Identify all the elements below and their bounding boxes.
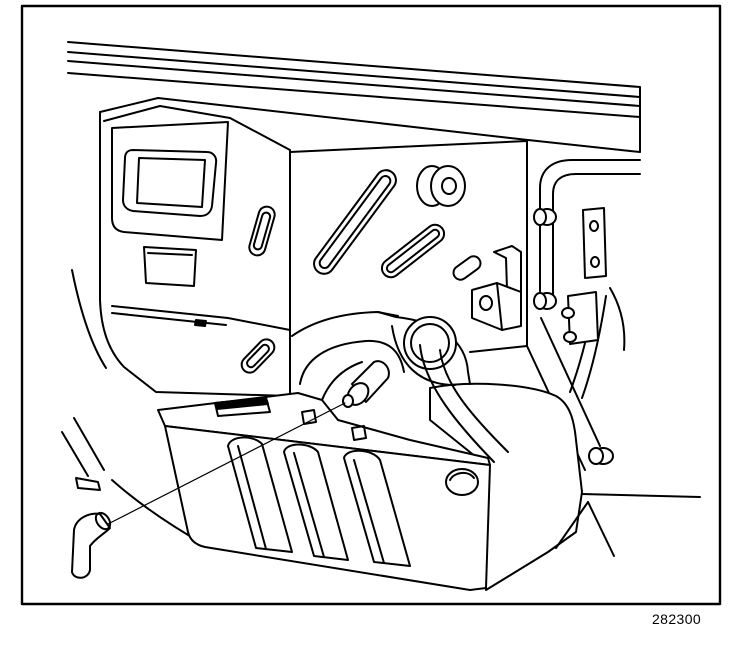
rail-bracket-hole-bottom <box>590 256 600 268</box>
corner-bolt-head <box>588 447 604 465</box>
shield-access-hole-lip <box>449 472 475 481</box>
vent-opening <box>143 246 197 287</box>
vent-hose <box>419 344 509 463</box>
grab-rail <box>539 159 641 301</box>
trim-clip <box>75 477 101 491</box>
rail-bracket-hole-top <box>589 220 599 232</box>
shield-square-left <box>301 409 317 425</box>
lower-bracket-stud-bottom <box>563 331 577 343</box>
hose-grommet-inner <box>410 323 450 363</box>
panel-slot-upper-inner <box>252 211 272 251</box>
panel-slot-lower-inner <box>246 343 270 369</box>
leader-line <box>107 402 346 525</box>
hose-elbow <box>71 512 111 579</box>
ledge-mark <box>194 319 207 327</box>
filler-recess <box>299 339 405 401</box>
rail-bolt-lower-head <box>533 292 547 310</box>
headliner-edge <box>99 97 641 153</box>
filler-neck-nozzle <box>342 394 354 408</box>
lower-bracket <box>567 291 599 345</box>
tank-floor-lines <box>555 493 701 557</box>
shield-rib-1-edge <box>237 445 267 550</box>
shield-rib-2-edge <box>293 452 325 558</box>
quarter-window-glass-edge <box>136 157 206 208</box>
figure-number: 282300 <box>652 611 702 627</box>
shield-rib-3-edge <box>353 459 385 564</box>
lower-bracket-stud-top <box>561 307 575 319</box>
rail-bolt-upper-head <box>533 208 547 226</box>
fuel-tank-body <box>429 382 583 591</box>
center-slot-long <box>313 169 397 275</box>
panel-ledge <box>111 305 291 331</box>
center-slot-long-inner <box>318 175 392 269</box>
center-slot-middle <box>380 223 446 279</box>
mounting-bracket-base <box>471 282 522 331</box>
center-slot-middle-inner <box>385 228 441 274</box>
door-opening-edge <box>61 269 206 546</box>
mounting-bracket-hole <box>479 295 493 311</box>
center-panel-edges <box>289 140 528 353</box>
shield-square-right <box>351 425 367 441</box>
grommet-hole <box>441 177 457 195</box>
window-frame <box>111 121 229 241</box>
panel-slot-upper <box>248 205 276 257</box>
center-slot-small <box>452 255 482 281</box>
shield-cutout-outline <box>214 397 271 417</box>
rail-bracket-plate <box>582 207 607 279</box>
roof-rail-lines <box>67 41 641 153</box>
panel-slot-lower <box>240 338 276 374</box>
left-panel-outline <box>99 111 291 397</box>
quarter-window <box>122 149 218 217</box>
figure-frame <box>20 4 722 606</box>
hose-elbow-opening <box>94 511 112 531</box>
drawing-strokes <box>20 4 722 606</box>
mounting-bracket-fold <box>496 282 503 331</box>
